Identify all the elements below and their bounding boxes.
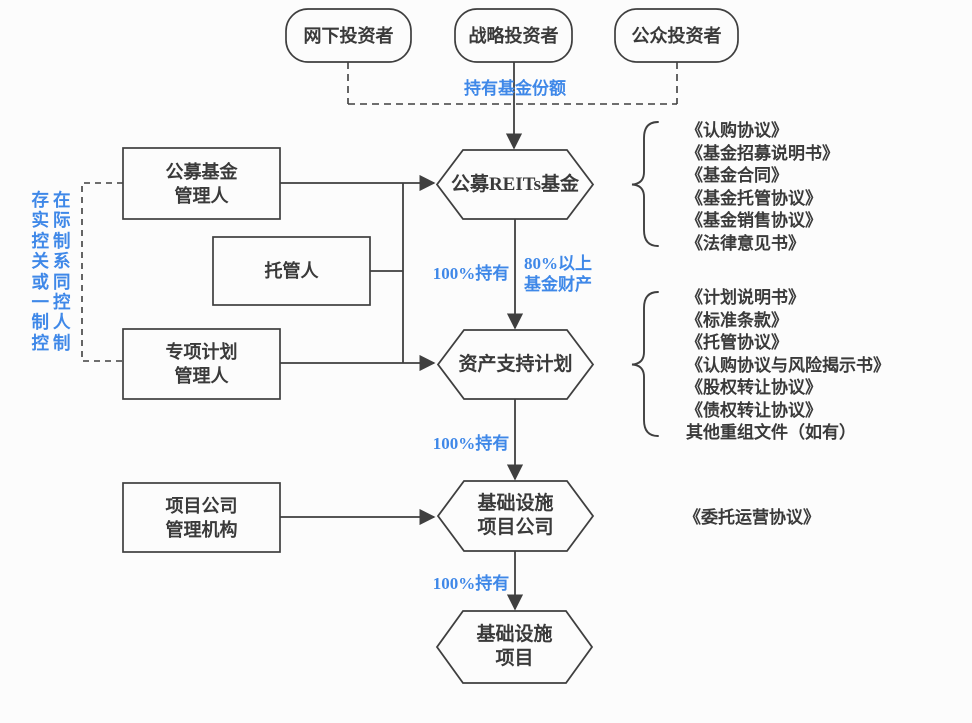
over-80-fund-assets-label: 80%以上 基金财产 xyxy=(524,254,592,294)
abs-plan-label: 资产支持计划 xyxy=(458,353,573,375)
abs-plan-hexagon xyxy=(436,329,595,400)
special-plan-manager-label: 专项计划 管理人 xyxy=(165,342,238,386)
project-company-manager-box xyxy=(122,482,281,553)
public-investor-label: 公众投资者 xyxy=(631,25,722,46)
public-fund-manager-label: 公募基金 管理人 xyxy=(165,161,238,206)
reits-fund-label: 公募REITs基金 xyxy=(450,173,580,195)
custodian-box xyxy=(212,236,371,306)
doc-item: 《委托运营协议》 xyxy=(684,508,820,527)
infra-project-hexagon xyxy=(435,610,594,684)
doc-item: 《托管协议》 xyxy=(686,333,788,352)
custodian-label: 托管人 xyxy=(264,261,319,281)
hold-100-top-label: 100%持有 xyxy=(432,263,510,283)
abs-docs-brace xyxy=(631,291,659,437)
doc-item: 《标准条款》 xyxy=(686,310,788,330)
doc-item: 《基金销售协议》 xyxy=(686,211,822,230)
operation-doc-label: 《委托运营协议》 xyxy=(684,507,820,530)
control-relation-dashed-bracket xyxy=(81,182,123,362)
hold-100-mid-label: 100%持有 xyxy=(432,433,510,453)
offline-investor-label: 网下投资者 xyxy=(303,25,394,46)
control-relation-note: 存在 实际 控制 关系 或同 一控 制人 控制 xyxy=(31,190,75,353)
infra-project-company-hexagon xyxy=(436,480,595,552)
doc-item: 《认购协议》 xyxy=(686,121,788,140)
doc-item: 《计划说明书》 xyxy=(686,288,805,307)
doc-item: 其他重组文件（如有） xyxy=(686,423,856,442)
public-fund-manager-box xyxy=(122,147,281,220)
doc-item: 《基金托管协议》 xyxy=(686,188,822,208)
doc-item: 《认购协议与风险揭示书》 xyxy=(686,355,890,375)
fund-docs-list: 《认购协议》 《基金招募说明书》 《基金合同》 《基金托管协议》 《基金销售协议… xyxy=(686,120,839,255)
infra-project-label: 基础设施 项目 xyxy=(476,624,553,669)
hold-fund-shares-label: 持有基金份额 xyxy=(464,78,566,98)
doc-item: 《法律意见书》 xyxy=(686,233,805,253)
fund-docs-brace xyxy=(631,121,659,247)
strategic-investor-label: 战略投资者 xyxy=(468,25,559,46)
infra-project-company-label: 基础设施 项目公司 xyxy=(477,493,554,538)
special-plan-manager-box xyxy=(122,328,281,400)
hold-100-bottom-label: 100%持有 xyxy=(432,573,510,593)
doc-item: 《基金合同》 xyxy=(686,166,788,185)
reits-fund-hexagon xyxy=(435,149,595,220)
doc-item: 《基金招募说明书》 xyxy=(686,143,839,163)
abs-docs-list: 《计划说明书》 《标准条款》 《托管协议》 《认购协议与风险揭示书》 《股权转让… xyxy=(686,287,890,445)
project-company-manager-label: 项目公司 管理机构 xyxy=(165,495,238,540)
doc-item: 《债权转让协议》 xyxy=(686,400,822,420)
doc-item: 《股权转让协议》 xyxy=(686,378,822,397)
